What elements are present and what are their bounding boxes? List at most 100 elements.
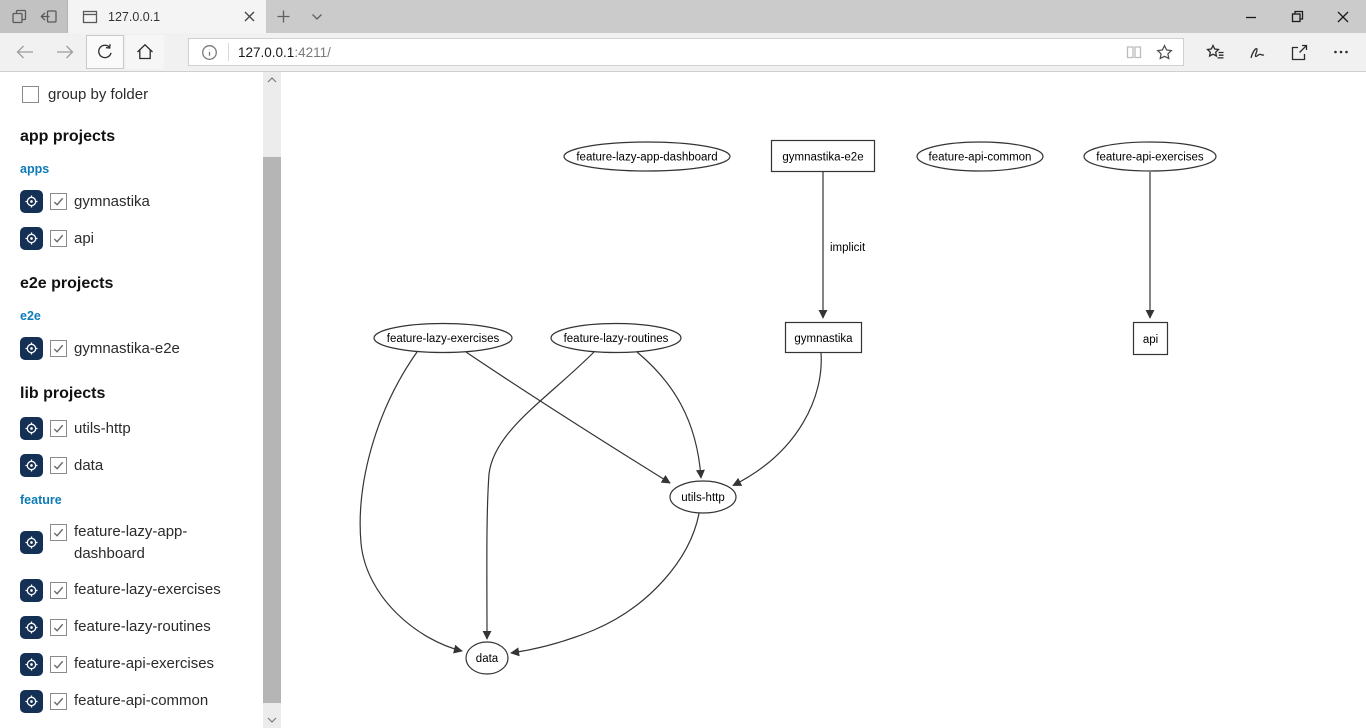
dependency-graph-canvas[interactable]: implicit feature-lazy-app-dashboard gymn…: [281, 72, 1366, 728]
project-label: feature-api-common: [74, 692, 209, 710]
edge-gymnastika-to-utils-http: [732, 352, 822, 487]
project-checkbox[interactable]: [50, 420, 67, 437]
project-row-feature-lazy-exercises: feature-lazy-exercises: [20, 578, 263, 602]
e2e-projects-heading: e2e projects: [20, 275, 114, 292]
focus-project-icon[interactable]: [20, 454, 43, 477]
dependency-graph-svg: implicit feature-lazy-app-dashboard gymn…: [359, 139, 1217, 675]
window-controls: [1228, 0, 1366, 33]
node-utils-http[interactable]: utils-http: [669, 480, 737, 514]
project-row-feature-api-common: feature-api-common: [20, 689, 263, 713]
focus-project-icon[interactable]: [20, 615, 43, 639]
focus-project-icon[interactable]: [20, 652, 43, 676]
project-label: feature-api-exercises: [74, 655, 215, 673]
node-api[interactable]: api: [1132, 321, 1169, 356]
edge-feature-lazy-routines-to-data: [482, 351, 595, 640]
add-favorite-star-icon[interactable]: [1149, 39, 1179, 65]
svg-text:data: data: [476, 653, 499, 665]
svg-text:gymnastika-e2e: gymnastika-e2e: [782, 152, 863, 164]
tab-preview-chevron-icon[interactable]: [300, 0, 334, 33]
focus-project-icon[interactable]: [20, 417, 43, 440]
url-path: :4211/: [294, 44, 331, 60]
page-favicon: [80, 7, 100, 27]
scrollbar-thumb[interactable]: [263, 157, 281, 703]
edge-feature-lazy-routines-to-utils-http: [636, 351, 705, 479]
group-by-folder-row: group by folder: [22, 86, 263, 103]
scroll-up-icon[interactable]: [263, 72, 281, 88]
project-row-feature-lazy-routines: feature-lazy-routines: [20, 615, 263, 639]
project-checkbox[interactable]: [50, 692, 67, 710]
navbar-right-actions: [1196, 35, 1360, 69]
svg-text:feature-lazy-routines: feature-lazy-routines: [564, 333, 669, 345]
project-row-gymnastika: gymnastika: [20, 190, 263, 213]
svg-text:feature-lazy-exercises: feature-lazy-exercises: [387, 333, 500, 345]
tab-close-icon[interactable]: [240, 8, 258, 26]
node-feature-lazy-routines[interactable]: feature-lazy-routines: [550, 322, 682, 354]
e2e-group-label: e2e: [20, 309, 41, 323]
share-icon[interactable]: [1280, 35, 1318, 69]
web-note-pen-icon[interactable]: [1238, 35, 1276, 69]
focus-project-icon[interactable]: [20, 190, 43, 213]
focus-project-icon[interactable]: [20, 689, 43, 713]
url-text[interactable]: 127.0.0.1:4211/: [238, 45, 1119, 60]
new-tab-button[interactable]: [266, 0, 300, 33]
node-gymnastika-e2e[interactable]: gymnastika-e2e: [770, 139, 876, 173]
project-label: feature-lazy-app-dashboard: [74, 523, 188, 562]
node-feature-lazy-app-dashboard[interactable]: feature-lazy-app-dashboard: [563, 141, 731, 172]
more-options-icon[interactable]: [1322, 35, 1360, 69]
sidebar-scrollbar[interactable]: [263, 72, 281, 728]
group-by-folder-checkbox[interactable]: [22, 86, 39, 103]
project-checkbox[interactable]: [50, 524, 67, 541]
project-label: gymnastika-e2e: [74, 339, 180, 357]
reading-view-icon[interactable]: [1119, 39, 1149, 65]
project-row-feature-api-exercises: feature-api-exercises: [20, 652, 263, 676]
close-window-button[interactable]: [1320, 0, 1366, 33]
project-label: api: [74, 229, 95, 247]
restore-button[interactable]: [1274, 0, 1320, 33]
scroll-down-icon[interactable]: [263, 712, 281, 728]
edge-implicit-label: implicit: [830, 242, 866, 254]
project-checkbox[interactable]: [50, 193, 67, 210]
svg-text:feature-api-exercises: feature-api-exercises: [1096, 152, 1204, 164]
minimize-button[interactable]: [1228, 0, 1274, 33]
project-checkbox[interactable]: [50, 457, 67, 474]
svg-text:utils-http: utils-http: [681, 492, 724, 504]
refresh-button[interactable]: [86, 35, 124, 69]
back-button[interactable]: [6, 35, 44, 69]
node-data[interactable]: data: [465, 641, 509, 675]
navigation-bar: 127.0.0.1:4211/: [0, 33, 1366, 72]
project-row-data: data: [20, 454, 263, 477]
tab-actions-panel: [0, 0, 68, 33]
node-feature-api-exercises[interactable]: feature-api-exercises: [1083, 141, 1217, 172]
address-divider: [228, 43, 229, 61]
app-projects-heading: app projects: [20, 128, 116, 145]
project-row-utils-http: utils-http: [20, 417, 263, 440]
project-checkbox[interactable]: [50, 230, 67, 247]
browser-tab[interactable]: 127.0.0.1: [68, 0, 266, 33]
project-row-api: api: [20, 227, 263, 250]
project-checkbox[interactable]: [50, 581, 67, 599]
focus-project-icon[interactable]: [20, 227, 43, 250]
project-checkbox[interactable]: [50, 655, 67, 673]
feature-group-label: feature: [20, 493, 62, 507]
favorites-hub-icon[interactable]: [1196, 35, 1234, 69]
set-tabs-aside-icon[interactable]: [38, 7, 58, 27]
focus-project-icon[interactable]: [20, 337, 43, 360]
project-label: gymnastika: [74, 192, 150, 210]
node-gymnastika[interactable]: gymnastika: [784, 321, 863, 354]
node-feature-lazy-exercises[interactable]: feature-lazy-exercises: [373, 322, 513, 354]
focus-project-icon[interactable]: [20, 578, 43, 602]
project-row-feature-lazy-app-dashboard: feature-lazy-app-dashboard: [20, 521, 263, 565]
project-checkbox[interactable]: [50, 618, 67, 636]
address-bar[interactable]: 127.0.0.1:4211/: [188, 38, 1184, 66]
project-checkbox[interactable]: [50, 340, 67, 357]
project-label: data: [74, 456, 104, 474]
focus-project-icon[interactable]: [20, 531, 43, 555]
forward-button[interactable]: [46, 35, 84, 69]
tabbar-spacer: [334, 0, 1228, 33]
home-button[interactable]: [126, 35, 164, 69]
node-feature-api-common[interactable]: feature-api-common: [916, 141, 1044, 172]
tab-preview-cascade-icon[interactable]: [9, 7, 29, 27]
page-content: group by folder app projects apps gymnas…: [0, 72, 1366, 728]
site-info-icon[interactable]: [199, 39, 219, 65]
